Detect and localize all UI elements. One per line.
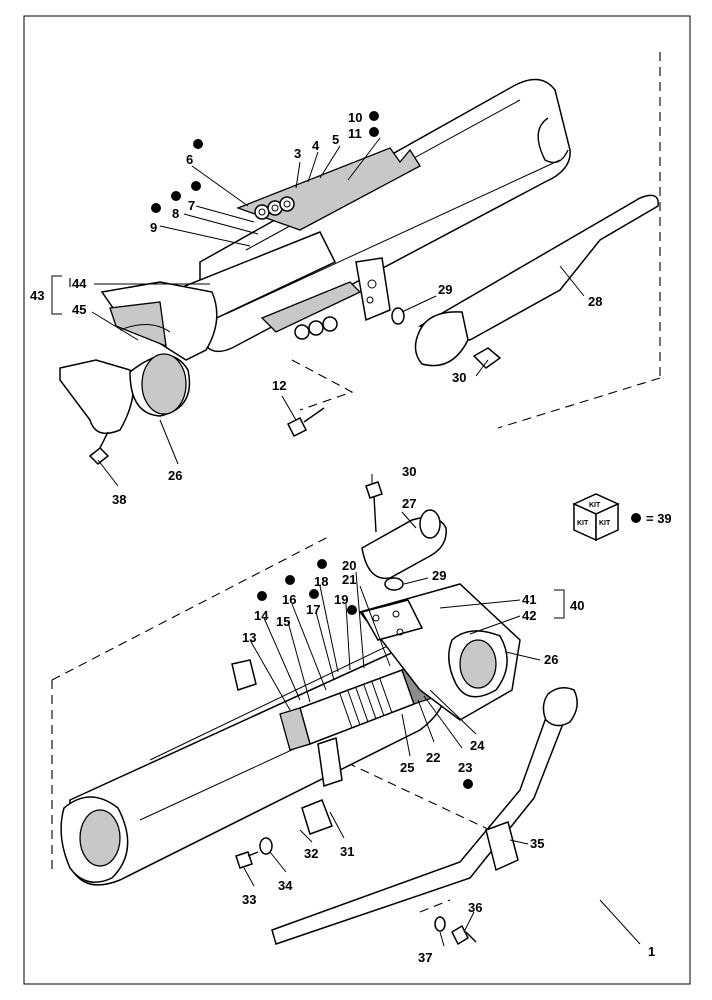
grease-fitting: [88, 431, 110, 466]
callout-10: 10: [348, 110, 362, 125]
top-assembly: [51, 52, 661, 487]
kit-right-label: KIT: [599, 520, 611, 527]
kit-top-label: KIT: [589, 502, 601, 509]
kit-dot: [257, 591, 267, 601]
kit-dot: [151, 203, 161, 213]
bolt-33: [235, 851, 259, 869]
callout-6: 6: [186, 152, 193, 167]
kit-dot: [463, 779, 473, 789]
clamp-mid: [317, 737, 343, 787]
callout-5: 5: [332, 132, 339, 147]
kit-dot: [171, 191, 181, 201]
callout-29-bottom: 29: [432, 568, 446, 583]
callout-45: 45: [72, 302, 86, 317]
callout-30-top: 30: [452, 370, 466, 385]
callout-23: 23: [458, 760, 472, 775]
callout-38: 38: [112, 492, 126, 507]
kit-dot: [285, 575, 295, 585]
washer-37: [434, 916, 446, 932]
callout-25: 25: [400, 760, 414, 775]
port-flange-upper: [355, 257, 391, 322]
callout-7: 7: [188, 198, 195, 213]
callout-9: 9: [150, 220, 157, 235]
clamp-35: [485, 821, 519, 872]
callout-36: 36: [468, 900, 482, 915]
kit-legend-text: = 39: [646, 511, 672, 526]
callout-14: 14: [254, 608, 269, 623]
callout-37: 37: [418, 950, 432, 965]
callout-42: 42: [522, 608, 536, 623]
pipe-upper: [418, 194, 659, 341]
callout-35: 35: [530, 836, 544, 851]
leaders-top: [51, 137, 585, 487]
callout-29-top: 29: [438, 282, 452, 297]
callout-24: 24: [470, 738, 485, 753]
frame: [23, 15, 691, 985]
washer-34: [259, 837, 273, 855]
callout-1: 1: [648, 944, 655, 959]
o-ring-lower: [384, 577, 404, 591]
callout-11: 11: [348, 126, 362, 141]
pipe-nut: [542, 687, 578, 727]
callout-22: 22: [426, 750, 440, 765]
kit-dot: [369, 111, 379, 121]
o-ring-upper: [391, 307, 405, 325]
callout-8: 8: [172, 206, 179, 221]
callout-28: 28: [588, 294, 602, 309]
callout-27: 27: [402, 496, 416, 511]
callout-40: 40: [570, 598, 584, 613]
clamp-upper: [231, 659, 257, 691]
bottom-assembly: [51, 474, 641, 947]
callouts: 1 3 4 5 6 7 8 9 10 11 12 13 14 15 16 17 …: [30, 110, 655, 965]
callout-32: 32: [304, 846, 318, 861]
kit-dot: [193, 139, 203, 149]
clamp-lower: [301, 799, 333, 835]
callout-3: 3: [294, 146, 301, 161]
kit-left-label: KIT: [577, 520, 589, 527]
kit-dot: [317, 559, 327, 569]
callout-43: 43: [30, 288, 44, 303]
bolt-30-lower: [365, 481, 383, 533]
callout-13: 13: [242, 630, 256, 645]
callout-26-top: 26: [168, 468, 182, 483]
callout-41: 41: [522, 592, 536, 607]
kit-legend: KIT KIT KIT = 39: [572, 493, 672, 542]
rod-eye-lower: [59, 359, 135, 435]
kit-dot: [369, 127, 379, 137]
callout-30-bottom: 30: [402, 464, 416, 479]
bolt-36: [451, 924, 477, 946]
callout-34: 34: [278, 878, 293, 893]
callout-44: 44: [72, 276, 87, 291]
callout-26-bottom: 26: [544, 652, 558, 667]
kit-legend-dot: [631, 513, 641, 523]
piston-grooves: [339, 678, 393, 729]
callout-19: 19: [334, 592, 348, 607]
bolt-12: [286, 407, 325, 438]
callout-33: 33: [242, 892, 256, 907]
callout-17: 17: [306, 602, 320, 617]
leaders-bottom: [243, 474, 641, 947]
kit-dot: [191, 181, 201, 191]
callout-15: 15: [276, 614, 290, 629]
callout-21: 21: [342, 572, 356, 587]
callout-12: 12: [272, 378, 286, 393]
callout-18: 18: [314, 574, 328, 589]
callout-4: 4: [312, 138, 320, 153]
callout-20: 20: [342, 558, 356, 573]
kit-dot: [347, 605, 357, 615]
split-flange-upper: [414, 311, 469, 367]
callout-31: 31: [340, 844, 354, 859]
kit-dot: [309, 589, 319, 599]
callout-16: 16: [282, 592, 296, 607]
